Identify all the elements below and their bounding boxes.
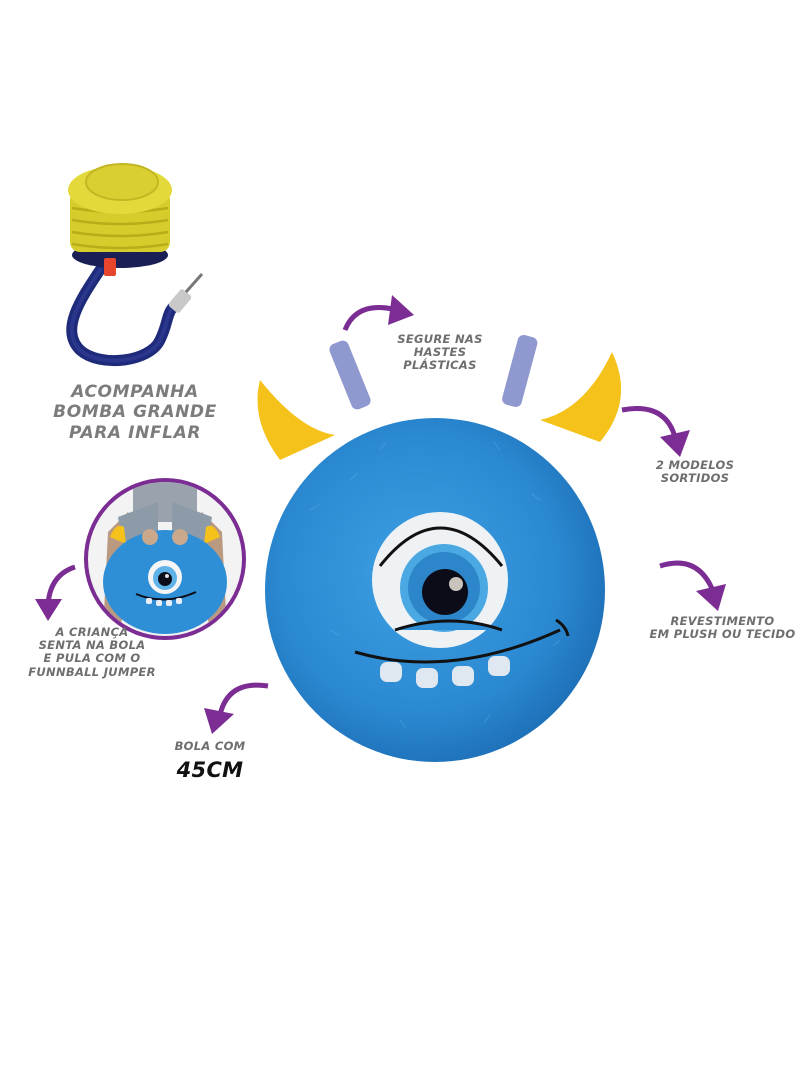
- ball-size-value: 45CM: [160, 758, 260, 782]
- pump-caption: ACOMPANHA BOMBA GRANDE PARA INFLAR: [50, 382, 220, 443]
- inset-caption-line: FUNNBALL JUMPER: [28, 664, 156, 679]
- models-caption: 2 MODELOS SORTIDOS: [640, 458, 750, 486]
- child-on-ball-illustration: [103, 482, 227, 634]
- size-caption: BOLA COM: [160, 739, 260, 753]
- handles-caption: SEGURE NAS HASTES PLÁSTICAS: [375, 332, 505, 373]
- size-caption-line: BOLA COM: [174, 739, 246, 753]
- curved-arrow-icon: [658, 556, 728, 614]
- curved-arrow-icon: [30, 564, 90, 625]
- size-value-text: 45CM: [176, 758, 244, 782]
- handles-caption-line: HASTES: [413, 345, 467, 360]
- inset-caption-line: E PULA COM O: [43, 651, 141, 666]
- handles-caption-line: PLÁSTICAS: [403, 358, 477, 373]
- models-caption-line: 2 MODELOS: [655, 458, 735, 472]
- models-caption-line: SORTIDOS: [660, 471, 730, 486]
- monster-ball-image: [240, 330, 630, 770]
- curved-arrow-icon: [620, 402, 690, 462]
- curved-arrow-icon: [342, 295, 422, 335]
- cover-caption: REVESTIMENTO EM PLUSH OU TECIDO: [645, 614, 800, 642]
- inset-caption: A CRIANÇA SENTA NA BOLA E PULA COM O FUN…: [12, 625, 172, 679]
- foot-pump-illustration: [66, 163, 204, 367]
- pump-caption-line: ACOMPANHA: [71, 382, 199, 402]
- plush-monster-ball-illustration: [257, 334, 622, 762]
- pump-caption-line: PARA INFLAR: [68, 422, 202, 443]
- handles-caption-line: SEGURE NAS: [397, 332, 483, 346]
- curved-arrow-icon: [200, 680, 270, 735]
- inset-photo-circle: [84, 478, 246, 640]
- pump-caption-line: BOMBA GRANDE: [53, 402, 217, 423]
- inset-caption-line: SENTA NA BOLA: [38, 638, 146, 653]
- cover-caption-line: EM PLUSH OU TECIDO: [649, 627, 796, 642]
- cover-caption-line: REVESTIMENTO: [670, 614, 775, 628]
- pump-image: [40, 140, 220, 370]
- inset-caption-line: A CRIANÇA: [55, 625, 129, 639]
